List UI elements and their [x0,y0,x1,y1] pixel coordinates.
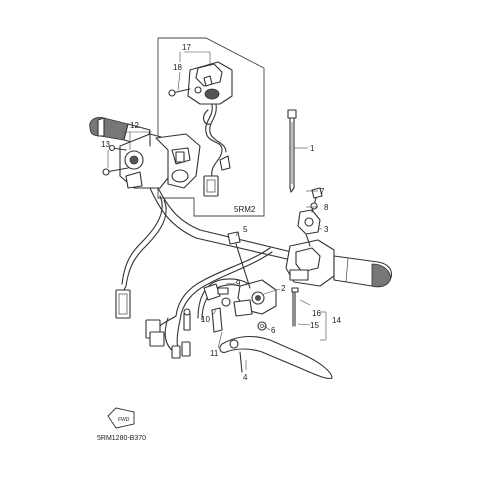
callout-15: 15 [310,321,319,330]
lever-holder [227,231,277,331]
callout-14: 14 [332,316,341,325]
lever-bolt [291,287,299,327]
callout-3: 3 [324,225,329,234]
cable-adjuster [203,283,231,333]
inset-label: 5RM2 [234,205,256,214]
callout-7: 7 [320,187,325,196]
callout-2: 2 [281,284,286,293]
callout-16: 16 [312,309,321,318]
handlebar [149,187,301,263]
left-wiring-harness [115,195,167,319]
right-handlebar-switch [285,187,393,288]
lever [219,335,333,380]
callout-5: 5 [243,225,248,234]
right-wiring-harness [145,247,273,359]
lead-lines [107,51,327,370]
front-arrow-icon: FWD [107,407,135,429]
cable-tie [287,109,297,193]
callouts: 1 2 3 4 5 6 7 8 9 10 11 12 13 14 15 16 1… [101,43,341,382]
callout-1: 1 [310,144,315,153]
callout-6: 6 [271,326,276,335]
left-handlebar-switch [89,117,201,189]
callout-4: 4 [243,373,248,382]
front-marker-label: FWD [118,417,130,423]
callout-13: 13 [101,140,110,149]
callout-10: 10 [201,315,210,324]
callout-18: 18 [173,63,182,72]
inset-switch-assembly [168,61,233,197]
callout-17: 17 [182,43,191,52]
drawing-code: 5RM1280-B370 [97,435,146,442]
callout-11: 11 [210,349,219,358]
callout-12: 12 [130,121,139,130]
callout-8: 8 [324,203,329,212]
callout-9: 9 [236,279,241,288]
